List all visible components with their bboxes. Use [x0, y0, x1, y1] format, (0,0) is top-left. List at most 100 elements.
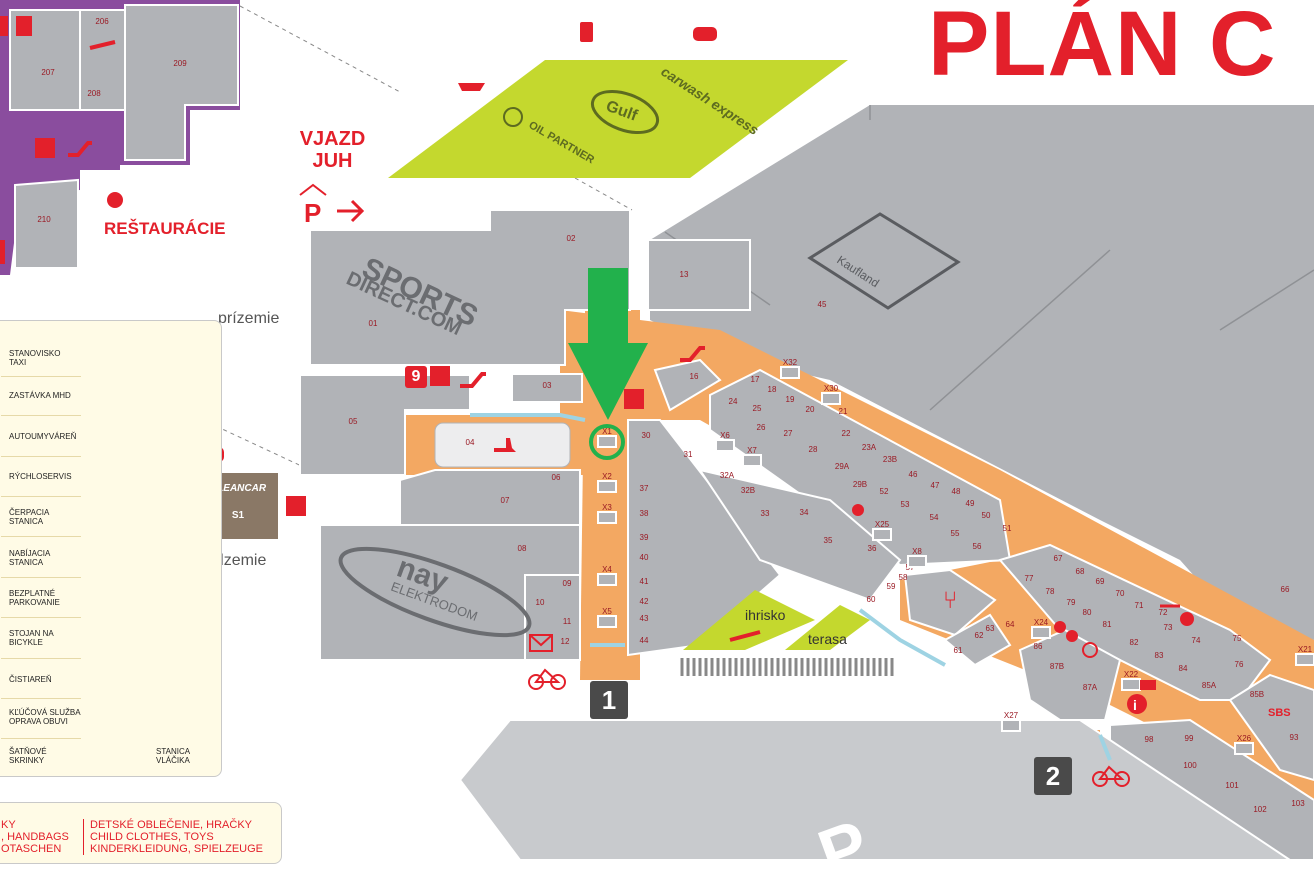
kiosk-box	[742, 454, 762, 467]
unit-number: 78	[1046, 587, 1055, 596]
kiosk-box	[907, 555, 927, 568]
unit-number: 23A	[862, 443, 877, 452]
entrance-1: 1	[590, 681, 628, 719]
ground-floor-label: prízemie	[218, 310, 280, 327]
unit-number: 30	[642, 431, 651, 440]
unit-number: 18	[768, 385, 777, 394]
kiosk-label: X8	[912, 547, 922, 556]
unit-number: 32A	[720, 471, 735, 480]
unit-number: 35	[824, 536, 833, 545]
kiosk-label: X26	[1237, 734, 1252, 743]
kiosk-label: X1	[602, 427, 612, 436]
unit-number: 67	[1054, 554, 1063, 563]
kiosk-box	[597, 435, 617, 448]
unit-number: 66	[1281, 585, 1290, 594]
unit-number: 05	[349, 417, 358, 426]
unit-number: 37	[640, 484, 649, 493]
unit-number: 26	[757, 423, 766, 432]
unit-number: 69	[1096, 577, 1105, 586]
svg-text:P: P	[304, 198, 321, 228]
legend-item: ČERPACIA STANICA	[9, 508, 49, 526]
carwash-area	[388, 60, 848, 178]
unit-number: 61	[954, 646, 963, 655]
legend-item: KĽÚČOVÁ SLUŽBA OPRAVA OBUVI	[9, 708, 81, 726]
unit-number: 62	[975, 631, 984, 640]
unit-number: 68	[1076, 567, 1085, 576]
unit-number: 53	[901, 500, 910, 509]
unit-number: 27	[784, 429, 793, 438]
fence	[680, 658, 894, 676]
unit-number: 06	[552, 473, 561, 482]
unit-labels: 2062072082092100213450103050406070809101…	[37, 17, 1305, 814]
escalator-icon	[68, 141, 705, 388]
family-icon	[852, 504, 1078, 642]
legend-item: AUTOUMYVÁREŇ	[9, 432, 77, 441]
unit-number: 22	[842, 429, 851, 438]
unit-number: 74	[1192, 636, 1201, 645]
unit-number: 87A	[1083, 683, 1098, 692]
unit-number: 64	[1006, 620, 1015, 629]
kiosk-box	[597, 573, 617, 586]
info-icon: i	[1127, 694, 1147, 714]
unit-number: 56	[973, 542, 982, 551]
unit-number: 23B	[883, 455, 897, 464]
unit-number: 51	[1003, 524, 1012, 533]
elevator-icon	[35, 138, 644, 516]
svg-text:⑂: ⑂	[943, 587, 957, 614]
unit-number: 33	[761, 509, 770, 518]
unit-number: 84	[1179, 664, 1188, 673]
unit-number: 72	[1159, 608, 1168, 617]
entrance-2: 2	[1034, 757, 1072, 795]
unit-number: 19	[786, 395, 795, 404]
kiosk-box	[597, 615, 617, 628]
restaurants-label: REŠTAURÁCIE	[104, 219, 226, 238]
legend-item: ZASTÁVKA MHD	[9, 391, 71, 400]
unit-number: 79	[1067, 598, 1076, 607]
you-are-here-arrow	[568, 268, 648, 460]
kiosk-box	[715, 439, 735, 452]
legend-train: STANICA VLÁČIKA	[156, 747, 190, 765]
unit-number: 24	[729, 397, 738, 406]
kaufland-building	[650, 105, 1314, 640]
restaurant-fork-icon: ⑂	[943, 587, 957, 614]
unit-number: 25	[753, 404, 762, 413]
kiosk-label: X4	[602, 565, 612, 574]
unit-number: 11	[563, 617, 572, 626]
kiosk-label: X27	[1004, 711, 1019, 720]
unit-number: 48	[952, 487, 961, 496]
unit-number: 02	[567, 234, 576, 243]
unit-number: 31	[684, 450, 693, 459]
kiosk-box	[597, 511, 617, 524]
legend-item: NABÍJACIA STANICA	[9, 549, 50, 567]
unit-number: 42	[640, 597, 649, 606]
unit-number: 207	[41, 68, 55, 77]
unit-number: 47	[931, 481, 940, 490]
unit-number: 100	[1183, 761, 1197, 770]
unit-number: 75	[1233, 634, 1242, 643]
unit-number: 93	[1290, 733, 1299, 742]
unit-number: 103	[1291, 799, 1305, 808]
unit-number: 50	[982, 511, 991, 520]
unit-number: 98	[1145, 735, 1154, 744]
unit-number: 73	[1164, 623, 1173, 632]
unit-number: 55	[951, 529, 960, 538]
kiosk-label: X7	[747, 446, 757, 455]
unit-number: 60	[867, 595, 876, 604]
unit-number: 41	[640, 577, 649, 586]
unit-number: 43	[640, 614, 649, 623]
playground-label: ihrisko	[745, 607, 786, 623]
svg-text:i: i	[1133, 697, 1137, 713]
unit-number: 07	[501, 496, 510, 505]
parking-arrow-icon: P	[299, 183, 365, 228]
kiosk-box	[1295, 653, 1314, 666]
wc-icon	[0, 16, 32, 264]
kiosk-label: X30	[824, 384, 839, 393]
unit-number: 208	[87, 89, 101, 98]
kiosk-label: X3	[602, 503, 612, 512]
legend-item: BEZPLATNÉ PARKOVANIE	[9, 589, 60, 607]
unit-number: 08	[518, 544, 527, 553]
unit-number: 82	[1130, 638, 1139, 647]
